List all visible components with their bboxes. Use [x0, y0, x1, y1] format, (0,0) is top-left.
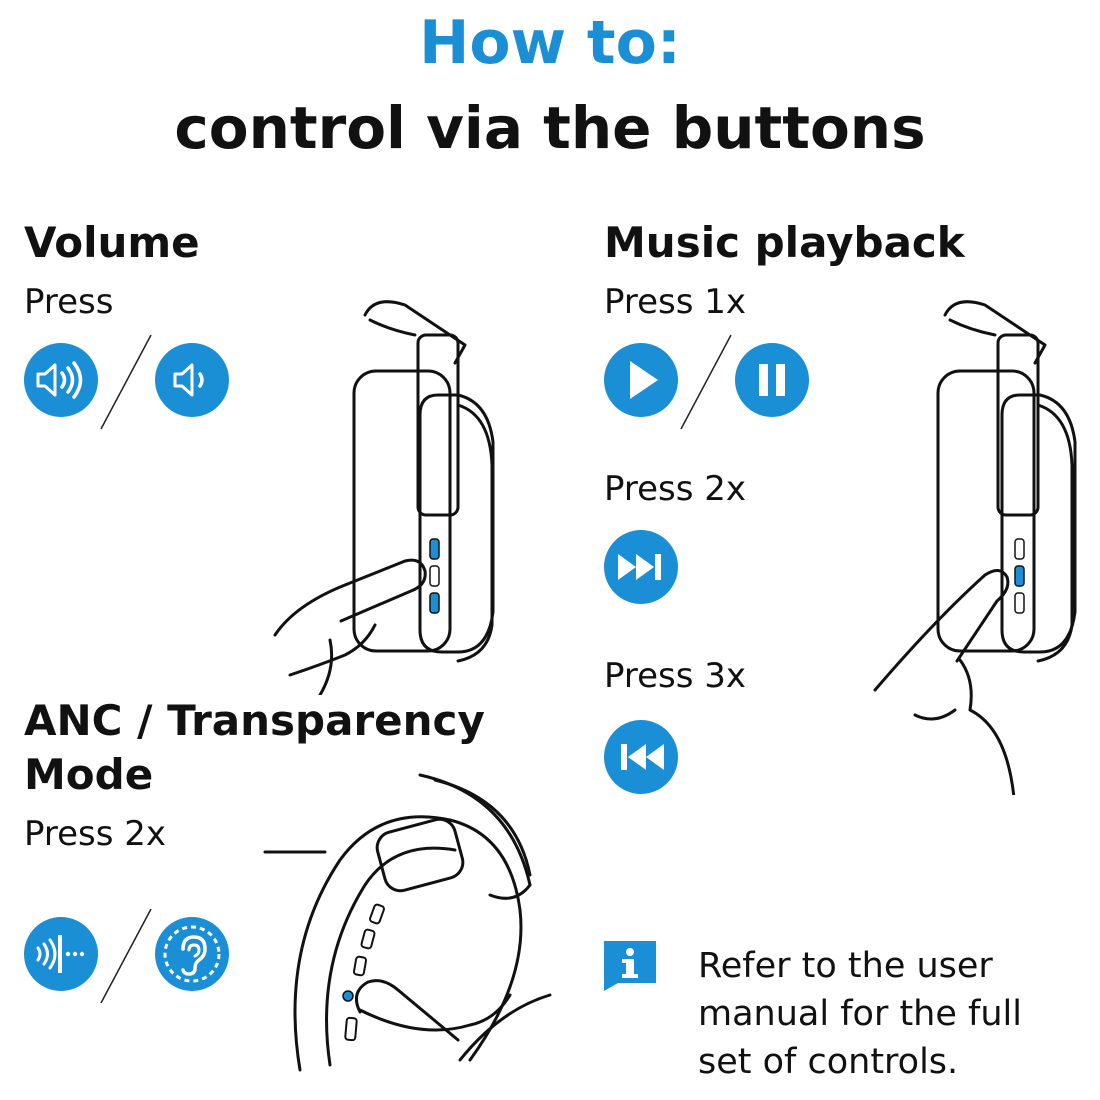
volume-heading: Volume: [24, 218, 200, 267]
skip-forward-icon: [604, 530, 678, 604]
headphone-volume-illustration: [273, 300, 495, 695]
transparency-ear-icon: [155, 917, 229, 991]
anc-icon: [24, 917, 98, 991]
volume-up-icon: [24, 343, 98, 417]
anc-heading-line2: Mode: [24, 750, 154, 799]
music-press-3x: Press 3x: [604, 656, 747, 696]
manual-note: Refer to the user manual for the full se…: [698, 942, 1022, 1086]
manual-note-line2: manual for the full: [698, 994, 1022, 1034]
separator-slash: [100, 908, 152, 1004]
page-title: How to:: [419, 8, 681, 78]
page-subtitle: control via the buttons: [174, 94, 926, 162]
music-press-1x: Press 1x: [604, 282, 747, 322]
music-heading: Music playback: [604, 218, 965, 267]
manual-note-line3: set of controls.: [698, 1042, 959, 1082]
play-icon: [604, 343, 678, 417]
skip-back-icon: [604, 720, 678, 794]
anc-heading-line1: ANC / Transparency: [24, 696, 485, 745]
separator-slash: [100, 334, 152, 430]
anc-instruction: Press 2x: [24, 814, 167, 854]
headphone-music-illustration: [873, 300, 1077, 795]
separator-slash: [680, 334, 732, 430]
volume-instruction: Press: [24, 282, 114, 322]
info-icon: [604, 941, 656, 991]
pause-icon: [735, 343, 809, 417]
music-press-2x: Press 2x: [604, 469, 747, 509]
manual-note-line1: Refer to the user: [698, 946, 993, 986]
headphone-anc-illustration: [263, 773, 552, 1072]
volume-down-icon: [155, 343, 229, 417]
